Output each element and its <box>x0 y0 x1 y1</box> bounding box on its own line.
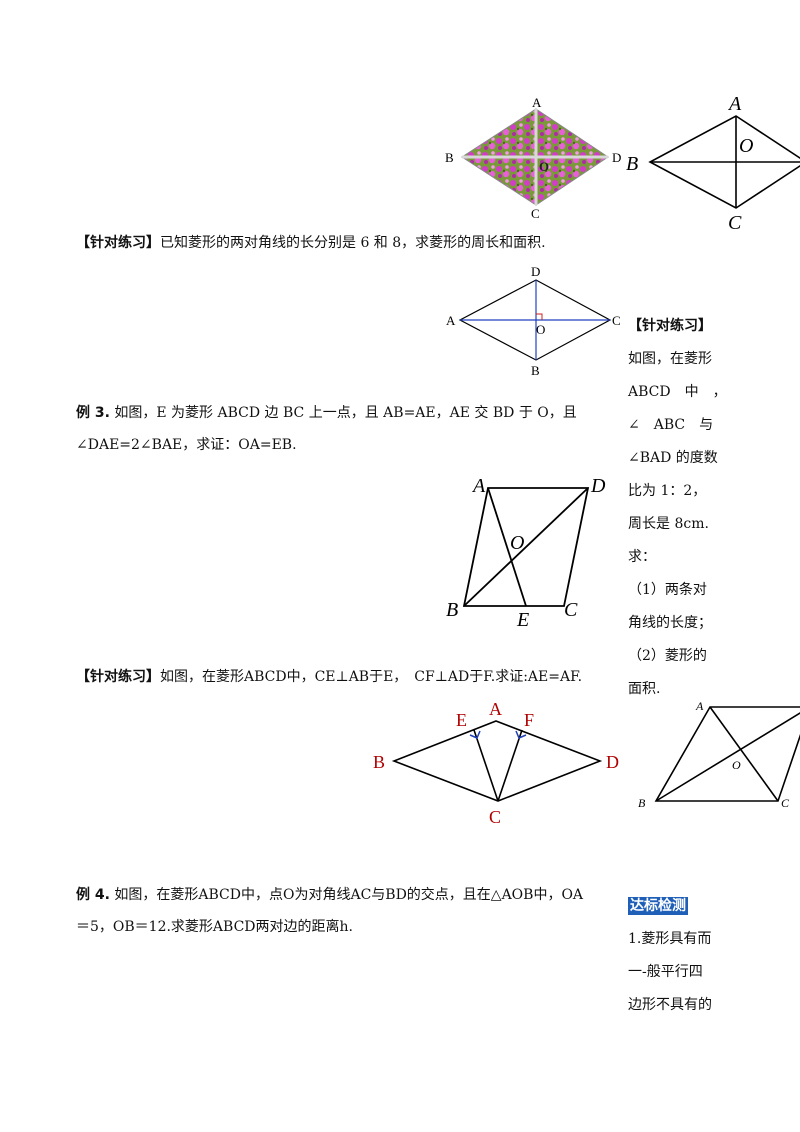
figure-rhombus-aob: A O B C <box>638 699 800 810</box>
practice-2-tag: 【针对练习】 <box>76 669 160 685</box>
side-line-9: 角线的长度； <box>628 615 712 631</box>
side-assessment: 达标检测 1.菱形具有而 一-般平行四 边形不具有的 <box>628 890 728 1022</box>
fig2-label-o: O <box>739 135 753 157</box>
fig4-label-d: D <box>590 475 606 497</box>
fig4-label-b: B <box>446 599 458 621</box>
example-4-line-2: ＝5，OB＝12.求菱形ABCD两对边的距离h. <box>76 919 353 935</box>
fig1-label-b: B <box>445 150 454 165</box>
side-line-4: ∠BAD 的度数 <box>628 450 718 466</box>
side-line-6: 周长是 8cm. <box>628 516 709 532</box>
fig4-label-a: A <box>471 475 486 497</box>
fig4-label-e: E <box>516 609 529 630</box>
example-3-text-1: 如图，E 为菱形 ABCD 边 BC 上一点，且 AB=AE，AE 交 BD 于… <box>114 405 577 421</box>
side-line-2: ABCD 中 ， <box>628 384 727 400</box>
assessment-line-3: 边形不具有的 <box>628 997 712 1013</box>
assessment-line-1: 1.菱形具有而 <box>628 931 712 947</box>
fig1-label-a: A <box>532 95 542 110</box>
assessment-badge: 达标检测 <box>628 897 688 915</box>
fig2-label-b: B <box>626 153 638 175</box>
side-line-3: ∠ ABC 与 <box>628 417 714 433</box>
example-4-line-1: 例 4. 如图，在菱形ABCD中，点O为对角线AC与BD的交点，且在△AOB中，… <box>76 880 583 910</box>
example-3-line-2: ∠DAE=2∠BAE，求证：OA=EB. <box>76 437 297 453</box>
fig3-label-o: O <box>536 322 545 337</box>
side-line-1: 如图，在菱形 <box>628 351 712 367</box>
fig3-label-d: D <box>531 264 540 279</box>
fig6-label-o: O <box>732 758 741 772</box>
fig1-label-c: C <box>531 206 540 220</box>
fig4-label-c: C <box>564 599 578 621</box>
fig2-label-c: C <box>728 212 742 234</box>
figure-rhombus-perpendiculars: A E F B D C <box>373 699 619 827</box>
fig5-label-d: D <box>606 752 619 772</box>
practice-1-text: 已知菱形的两对角线的长分别是 6 和 8，求菱形的周长和面积. <box>160 235 546 251</box>
example-4-label: 例 4. <box>76 887 110 903</box>
side-line-5: 比为 1：2， <box>628 483 707 499</box>
fig5-label-b: B <box>373 752 385 772</box>
fig3-label-a: A <box>446 313 456 328</box>
side-line-10: （2）菱形的 <box>628 648 707 664</box>
side-practice-tag: 【针对练习】 <box>628 318 712 334</box>
assessment-line-2: 一-般平行四 <box>628 964 703 980</box>
example-3-label: 例 3. <box>76 405 110 421</box>
side-line-7: 求： <box>628 549 656 565</box>
figure-rhombus-point-e: A D O B C E <box>446 475 606 630</box>
fig3-label-b: B <box>531 363 540 378</box>
fig2-label-a: A <box>727 93 742 115</box>
side-practice: 【针对练习】 如图，在菱形 ABCD 中 ， ∠ ABC 与 ∠BAD 的度数 … <box>628 310 728 706</box>
fig1-label-d: D <box>612 150 621 165</box>
fig6-label-a: A <box>695 699 704 713</box>
side-line-11: 面积. <box>628 681 661 697</box>
figure-rhombus-diagonals: A B O C <box>626 93 800 234</box>
fig5-label-a: A <box>489 699 502 719</box>
fig5-label-c: C <box>489 807 501 827</box>
figure-rhombus-right-angle: D A C O B <box>446 264 621 378</box>
example-3-line-1: 例 3. 如图，E 为菱形 ABCD 边 BC 上一点，且 AB=AE，AE 交… <box>76 398 577 428</box>
fig6-label-b: B <box>638 796 646 810</box>
example-4-text-1: 如图，在菱形ABCD中，点O为对角线AC与BD的交点，且在△AOB中，OA <box>114 887 584 903</box>
practice-2: 【针对练习】如图，在菱形ABCD中，CE⊥AB于E， CF⊥AD于F.求证:AE… <box>76 662 582 692</box>
side-line-8: （1）两条对 <box>628 582 707 598</box>
fig6-label-c: C <box>781 796 790 810</box>
practice-2-text: 如图，在菱形ABCD中，CE⊥AB于E， CF⊥AD于F.求证:AE=AF. <box>160 669 583 685</box>
fig5-label-e: E <box>456 710 467 730</box>
fig4-label-o: O <box>510 532 524 554</box>
practice-1: 【针对练习】已知菱形的两对角线的长分别是 6 和 8，求菱形的周长和面积. <box>76 228 546 258</box>
fig5-label-f: F <box>524 710 534 730</box>
fig1-label-o: O <box>539 159 549 174</box>
fig3-label-c: C <box>612 313 621 328</box>
figure-rhombus-photo: A B D C O <box>445 95 621 220</box>
practice-1-tag: 【针对练习】 <box>76 235 160 251</box>
